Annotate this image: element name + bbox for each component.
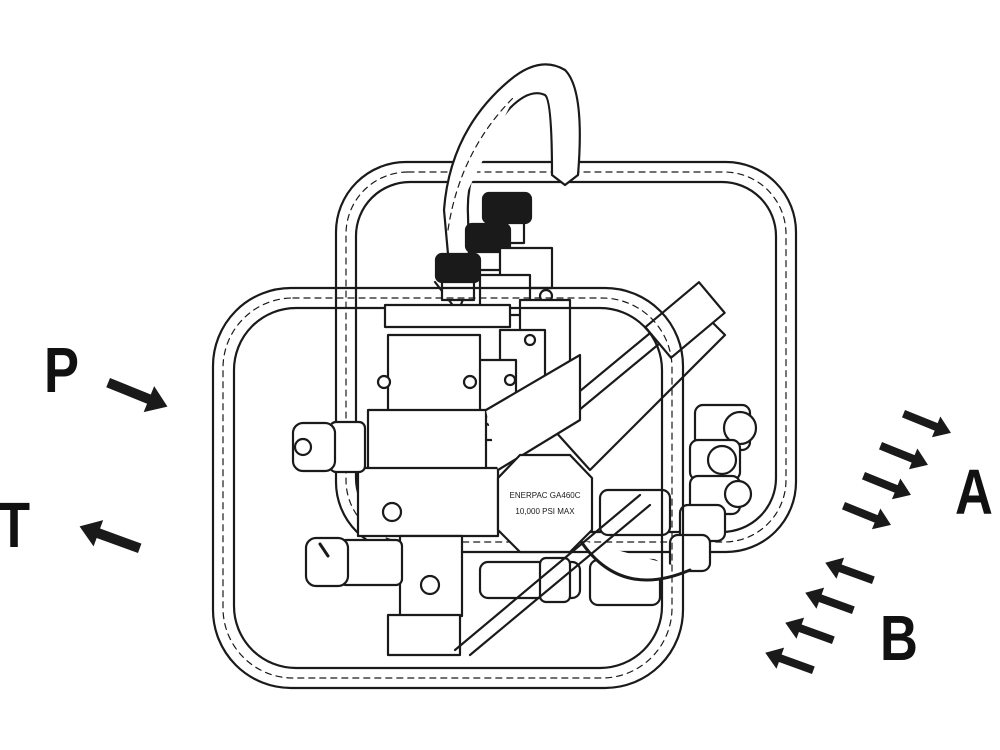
adjustment-knob-3 <box>434 252 482 302</box>
coupler-icon <box>478 556 582 604</box>
arrow-icon <box>74 513 145 562</box>
arrow-icon <box>859 465 916 506</box>
arrow-icon <box>899 403 956 444</box>
arrow-icon <box>839 495 896 536</box>
arrow-icon <box>102 369 173 420</box>
enerpac-block <box>496 453 594 554</box>
port-label-a: A <box>955 456 993 528</box>
arrow-icon <box>801 582 858 621</box>
arrow-icon <box>781 612 838 651</box>
manifold-pressure-text: 10,000 PSI MAX <box>515 507 575 516</box>
port-label-b: B <box>880 602 918 674</box>
arrow-icon <box>876 435 933 476</box>
coupler-icon <box>291 420 404 588</box>
port-label-p: P <box>44 334 80 406</box>
manifold-brand-text: ENERPAC GA460C <box>510 491 581 500</box>
arrow-icon <box>821 552 878 591</box>
manifold-block <box>356 303 582 657</box>
base-bar <box>453 493 652 657</box>
port-label-t: T <box>0 489 31 561</box>
arrow-icon <box>761 642 818 681</box>
